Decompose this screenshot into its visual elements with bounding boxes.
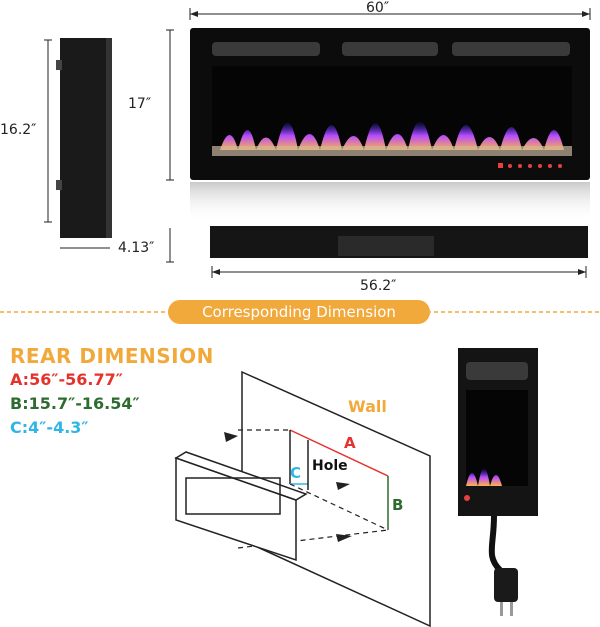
fireplace-outline [174,451,308,562]
bottom-view [210,226,588,278]
reflection [190,182,590,222]
bottom-width-label: 56.2″ [360,278,397,294]
arrows [224,432,352,542]
height-dimension-line [166,29,174,263]
wall-label: Wall [348,397,387,416]
front-height-label: 17″ [128,96,152,112]
spec-b: B:15.7″-16.54″ [10,394,140,413]
hole-label: Hole [312,458,348,474]
width-label: 60″ [366,0,390,16]
corresponding-dimension-banner: Corresponding Dimension [168,300,430,324]
letter-b: B [392,496,404,514]
depth-label: 4.13″ [118,240,155,256]
insertion-guides [237,429,389,549]
rear-dimension-title: REAR DIMENSION [10,344,214,368]
fireplace-front [190,28,590,180]
letter-c: C [290,464,302,482]
wall-mounted-photo [458,348,538,616]
hole-outline [289,429,389,530]
letter-a: A [344,434,356,452]
flames [220,121,564,150]
side-height-label: 16.2″ [0,122,37,138]
width-dimension-line [189,8,591,20]
spec-a: A:56″-56.77″ [10,370,123,389]
side-profile [44,38,112,249]
spec-c: C:4″-4.3″ [10,418,89,437]
